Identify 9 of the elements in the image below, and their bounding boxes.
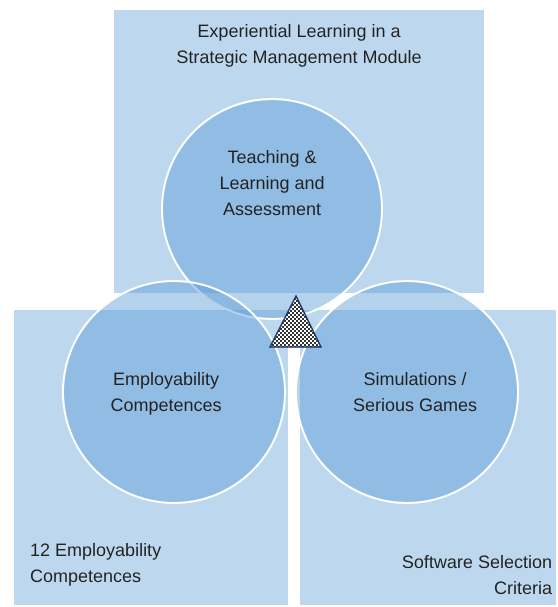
node-label: Teaching & Learning and Assessment: [218, 146, 326, 222]
background-rectangle: [298, 308, 558, 607]
node-label: Experiential Learning in a Strategic Management Module: [175, 20, 423, 70]
node-label: Software Selection Criteria: [400, 550, 552, 600]
node-label: 12 Employability Competences: [30, 538, 162, 588]
background-rectangle: [112, 8, 486, 295]
background-rectangle: [12, 308, 290, 607]
node-label: Simulations / Serious Games: [352, 368, 478, 417]
node-label: Employability Competences: [109, 368, 223, 417]
